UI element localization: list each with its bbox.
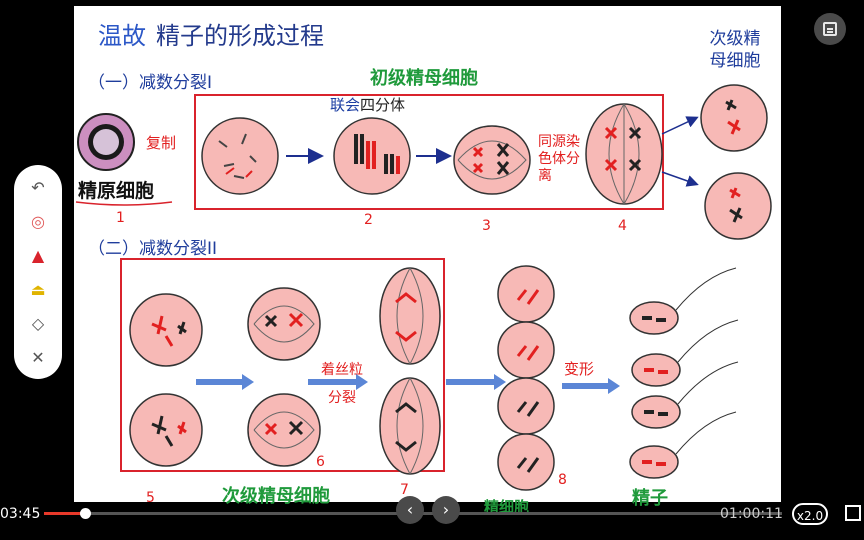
step-number-3: 3 [482, 218, 491, 234]
step-number-4: 4 [618, 218, 627, 234]
playback-speed-button[interactable]: x2.0 [792, 503, 828, 525]
homolog-sep-line3: 离 [538, 168, 552, 184]
primary-spermatocyte-label: 初级精母细胞 [370, 68, 478, 89]
centromere-line2: 分裂 [328, 390, 356, 406]
centromere-split-label: 着丝粒 分裂 [314, 356, 370, 412]
highlighter-icon[interactable]: ⏏ [30, 280, 46, 299]
secondary-top-line2: 母细胞 [709, 51, 761, 71]
interphase-cell [201, 117, 279, 195]
secondary-cell-5b [129, 393, 203, 467]
chevron-left-icon: ‹ [406, 500, 414, 519]
secondary-spermatocyte-top-label: 次级精 母细胞 [694, 28, 776, 72]
secondary-spermatocyte-bottom-label: 次级精母细胞 [222, 486, 330, 507]
anaphase-2-cell-b [379, 377, 441, 475]
spermatogonium-cell [77, 113, 135, 171]
current-time: 03:45 [0, 506, 41, 522]
sperm-label: 精子 [632, 488, 668, 509]
step-number-1: 1 [116, 210, 125, 226]
close-icon[interactable]: ✕ [31, 348, 45, 367]
secondary-cell-5a [129, 293, 203, 367]
slide-title: 温故精子的形成过程 [98, 16, 324, 51]
spermatid-cells [497, 265, 555, 491]
title-prefix: 温故 [98, 22, 146, 50]
progress-fill [44, 512, 84, 515]
section-meiosis-2: （二）减数分裂II [88, 239, 218, 259]
homolog-separation-label: 同源染 色体分 离 [538, 134, 580, 185]
secondary-top-line1: 次级精 [709, 29, 761, 49]
metaphase-2-cell-a [247, 287, 321, 361]
homolog-sep-line2: 色体分 [538, 151, 580, 167]
section-meiosis-1: （一）减数分裂I [88, 73, 213, 93]
copy-label: 复制 [146, 134, 177, 152]
tetrad-label: 四分体 [360, 96, 406, 114]
anaphase-1-cell [585, 103, 663, 205]
step-number-6: 6 [316, 454, 325, 470]
menu-icon [823, 22, 837, 36]
step-number-8: 8 [558, 472, 567, 488]
transform-label: 变形 [564, 360, 595, 378]
annotation-toolbar: ↶ ◎ ▲ ⏏ ◇ ✕ [14, 165, 62, 379]
sperm-cells [629, 267, 739, 479]
step-number-5: 5 [146, 490, 155, 506]
underline-stroke [75, 201, 173, 206]
next-page-button[interactable]: › [432, 496, 460, 524]
meiosis-1-box [194, 94, 664, 210]
meiosis-2-box [120, 258, 445, 472]
progress-knob[interactable] [80, 508, 91, 519]
prev-page-button[interactable]: ‹ [396, 496, 424, 524]
synapsis-label: 联会 [330, 96, 361, 114]
spermatid-label: 精细胞 [484, 498, 530, 516]
pen-icon[interactable]: ▲ [31, 246, 45, 265]
homolog-sep-line1: 同源染 [538, 134, 580, 150]
menu-button[interactable] [814, 13, 846, 45]
anaphase-2-cell-a [379, 267, 441, 365]
spermatogonium-label: 精原细胞 [78, 180, 155, 202]
laser-pointer-icon[interactable]: ◎ [31, 212, 45, 231]
total-time: 01:00:11 [720, 506, 783, 522]
fullscreen-icon[interactable] [845, 505, 861, 521]
undo-icon[interactable]: ↶ [31, 178, 45, 197]
centromere-line1: 着丝粒 [321, 362, 363, 378]
metaphase-1-cell [453, 125, 531, 195]
synapsis-tetrad-label: 联会四分体 [330, 94, 405, 115]
step-number-2: 2 [364, 212, 373, 228]
secondary-cell-bottom [704, 172, 772, 240]
cell-diagram [75, 84, 772, 491]
step-number-7: 7 [400, 482, 409, 498]
slide: 温故精子的形成过程 （一）减数分裂I （二）减数分裂II 初级精母细胞 次级精 … [74, 6, 781, 516]
metaphase-2-cell-b [247, 393, 321, 467]
title-text: 精子的形成过程 [156, 22, 324, 50]
eraser-icon[interactable]: ◇ [31, 314, 45, 333]
secondary-cell-top [700, 84, 768, 152]
tetrad-cell [333, 117, 411, 195]
chevron-right-icon: › [442, 500, 450, 519]
